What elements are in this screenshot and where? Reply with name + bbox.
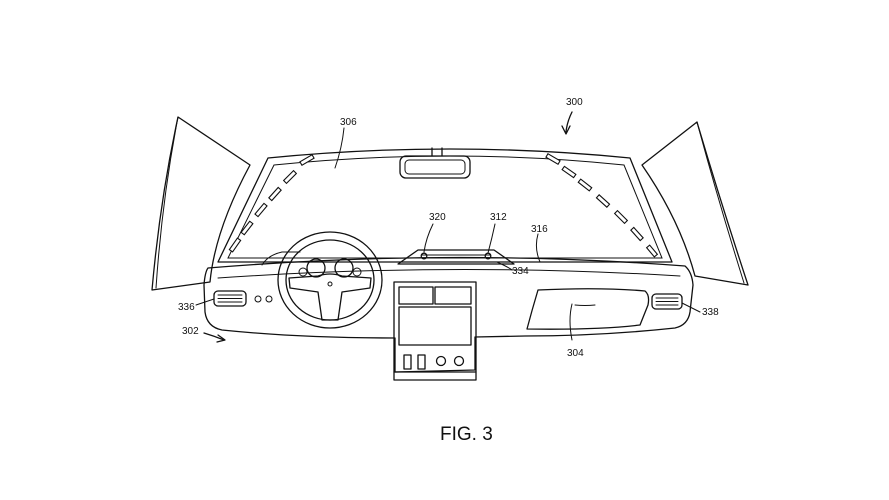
label-306: 306: [340, 117, 357, 128]
right-vent: [652, 294, 682, 309]
label-300: 300: [566, 97, 583, 108]
left-a-pillar: [152, 117, 250, 290]
label-320: 320: [429, 212, 446, 223]
left-vent: [214, 291, 246, 306]
label-336: 336: [178, 302, 195, 313]
dashboard: [204, 252, 693, 372]
arrow-302: [204, 333, 225, 342]
steering-wheel: [278, 232, 382, 328]
label-316: 316: [531, 224, 548, 235]
label-302: 302: [182, 326, 199, 337]
figure-caption: FIG. 3: [440, 424, 493, 445]
label-304: 304: [567, 348, 584, 359]
right-a-pillar: [642, 122, 748, 285]
label-338: 338: [702, 307, 719, 318]
windshield: [218, 149, 672, 262]
center-console: [394, 282, 476, 380]
rearview-mirror: [400, 148, 470, 178]
label-312: 312: [490, 212, 507, 223]
label-334: 334: [512, 266, 529, 277]
left-control-knobs: [255, 296, 272, 302]
arrow-300: [562, 112, 572, 134]
